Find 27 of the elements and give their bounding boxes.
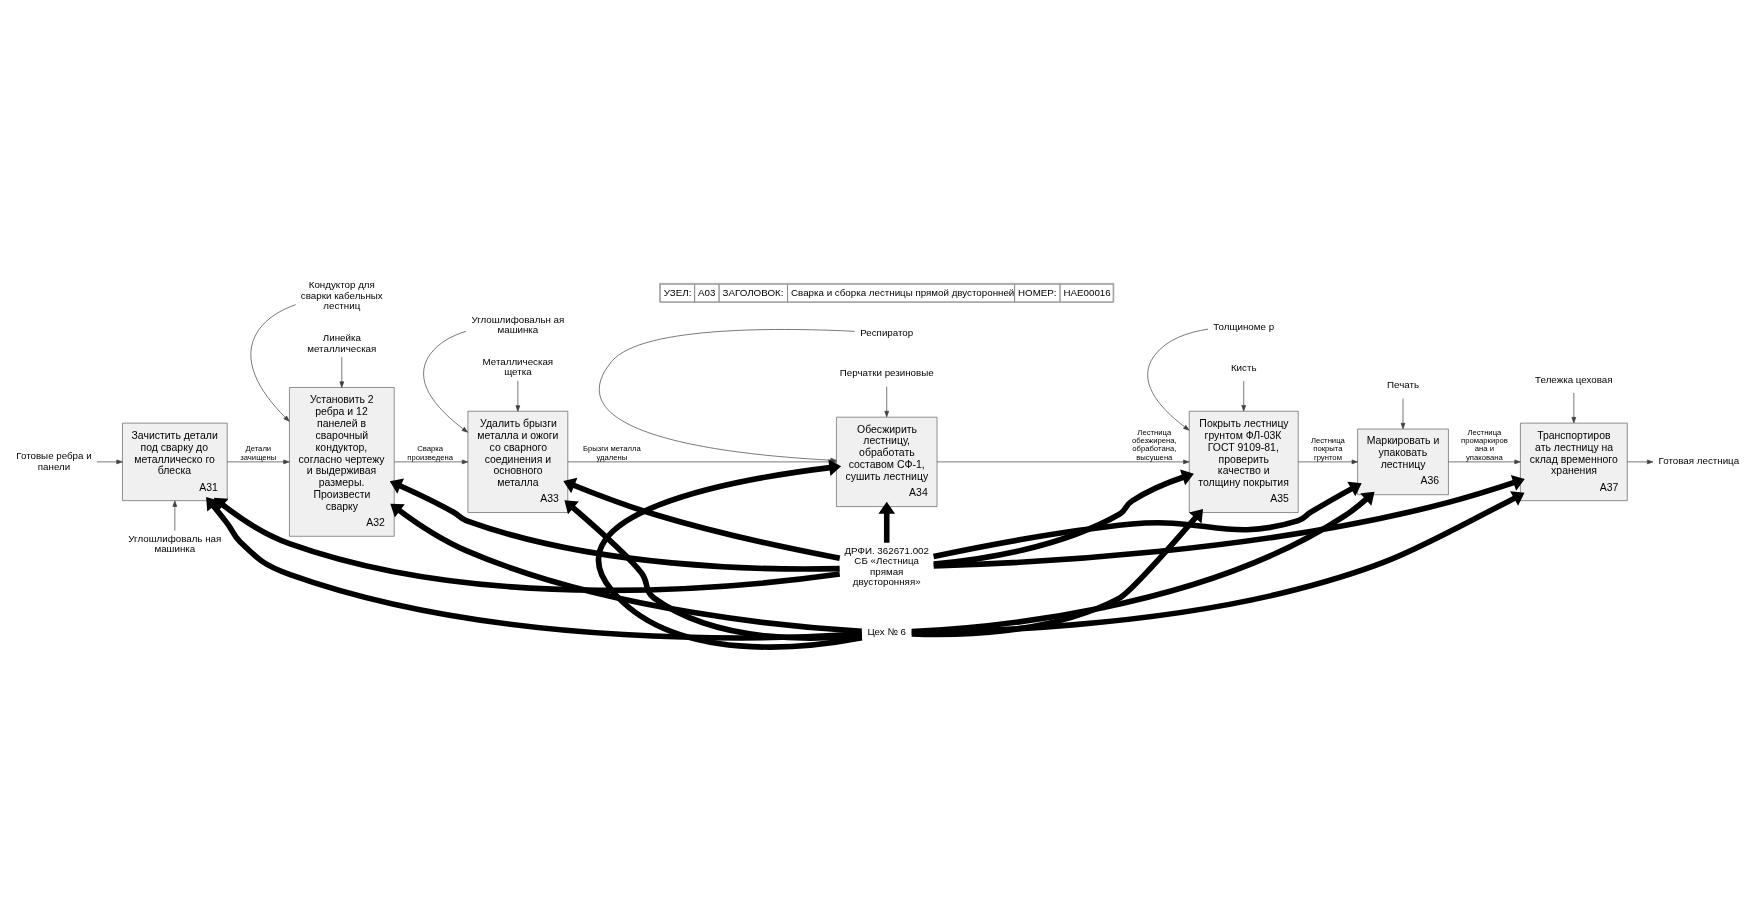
node-text: Углошлифоваль ная машинка xyxy=(128,532,222,554)
edge-label: Детали зачищены xyxy=(240,443,277,462)
node-text: Перчатки резиновые xyxy=(839,366,934,378)
label: УЗЕЛ: xyxy=(663,286,692,298)
edge-label: Лестница обезжирена, обработана, высушена xyxy=(1131,427,1177,462)
label: ЗАГОЛОВОК: xyxy=(722,286,784,298)
node-text: ДРФИ. 362671.002 СБ «Лестница прямая двусторонняя» xyxy=(844,544,929,587)
label: Сварка и сборка лестницы прямой двусторонней xyxy=(791,286,1015,298)
node-text: Металлическая щетка xyxy=(482,355,554,377)
node-text: Тележка цеховая xyxy=(1535,373,1613,385)
node-text: Готовая лестница xyxy=(1658,454,1740,466)
node-text: Линейка металлическая xyxy=(307,331,377,354)
node-text: Печать xyxy=(1387,378,1420,390)
node-text: Кондуктор для сварки кабельных лестниц xyxy=(300,278,383,311)
edge-label: Лестница промаркиров ана и упакована xyxy=(1461,427,1508,462)
node-text: Толщиноме р xyxy=(1213,320,1275,332)
node-text: Цех № 6 xyxy=(867,625,907,637)
node-text: Готовые ребра и панели xyxy=(16,449,92,472)
label: А03 xyxy=(698,286,716,298)
label: НОМЕР: xyxy=(1018,286,1057,298)
node-text: Углошлифовальн ая машинка xyxy=(471,313,565,335)
node-text: Респиратор xyxy=(860,326,914,338)
edge-label: Брызги металла удалены xyxy=(582,443,641,462)
label: НАЕ00016 xyxy=(1063,286,1111,298)
edge-label: Сварка произведена xyxy=(407,443,454,462)
node-text: Кисть xyxy=(1230,361,1257,373)
edge-label: Лестница покрыта грунтом xyxy=(1310,435,1345,462)
